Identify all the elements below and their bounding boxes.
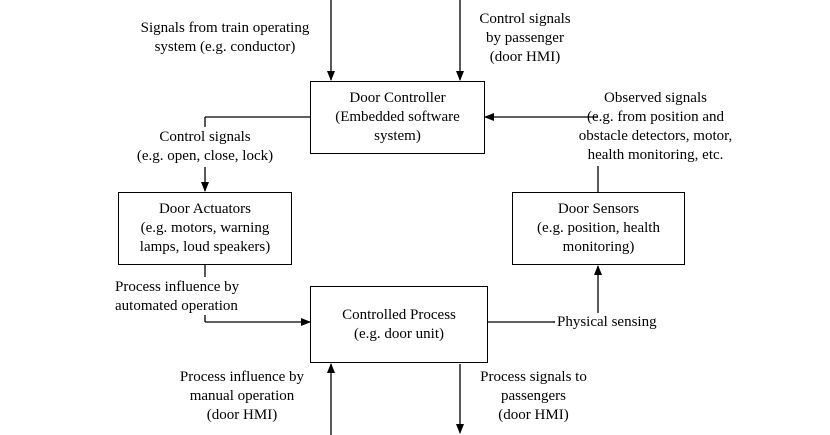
physical-sensing-text: Physical sensing [555,313,659,332]
door-actuators-line3: lamps, loud speakers) [139,239,271,255]
controlled-process-box: Controlled Process (e.g. door unit) [310,286,488,363]
door-actuators-box: Door Actuators (e.g. motors, warning lam… [118,192,292,265]
train-signals-line2: system (e.g. conductor) [154,39,296,55]
process-signals-line3: (door HMI) [498,407,569,423]
control-signals-line1: Control signals [159,129,251,145]
observed-signals-line2: (e.g. from position and [586,109,725,125]
passenger-signals-line1: Control signals [479,11,571,27]
process-influence-manual-label: Process influence by manual operation (d… [162,368,322,425]
door-controller-box: Door Controller (Embedded software syste… [310,81,485,154]
control-signals-line2: (e.g. open, close, lock) [136,148,274,164]
process-influence-auto-label: Process influence by automated operation [115,278,285,316]
process-influence-auto-line1: Process influence by [115,279,240,295]
door-sensors-title: Door Sensors [557,201,640,217]
controlled-process-title: Controlled Process [342,306,456,323]
observed-signals-line3: obstacle detectors, motor, [578,128,733,144]
control-signals-label: Control signals (e.g. open, close, lock) [98,128,312,166]
process-influence-manual-line3: (door HMI) [206,407,278,423]
observed-signals-line4: health monitoring, etc. [587,147,724,163]
process-signals-line2: passengers [501,388,566,404]
process-influence-manual-line2: manual operation [189,388,295,404]
door-actuators-line2: (e.g. motors, warning [140,220,270,236]
door-controller-title: Door Controller [349,90,446,106]
train-signals-line1: Signals from train operating [140,20,310,36]
process-influence-auto-line2: automated operation [115,298,238,314]
train-signals-label: Signals from train operating system (e.g… [130,19,320,57]
door-controller-line2: (Embedded software [335,109,460,125]
door-sensors-line2: (e.g. position, health [537,220,660,236]
process-signals-label: Process signals to passengers (door HMI) [466,368,601,425]
controlled-process-line2: (e.g. door unit) [354,325,444,342]
door-controller-line3: system) [374,128,421,144]
door-actuators-title: Door Actuators [158,201,252,217]
passenger-signals-line3: (door HMI) [489,49,561,65]
observed-signals-line1: Observed signals [604,90,707,106]
passenger-signals-label: Control signals by passenger (door HMI) [466,10,584,67]
passenger-signals-line2: by passenger [486,30,564,46]
door-sensors-line3: monitoring) [562,239,635,255]
process-influence-manual-line1: Process influence by [179,369,305,385]
process-signals-line1: Process signals to [480,369,587,385]
door-sensors-box: Door Sensors (e.g. position, health moni… [512,192,685,265]
physical-sensing-label: Physical sensing [555,313,659,332]
observed-signals-label: Observed signals (e.g. from position and… [563,89,748,165]
